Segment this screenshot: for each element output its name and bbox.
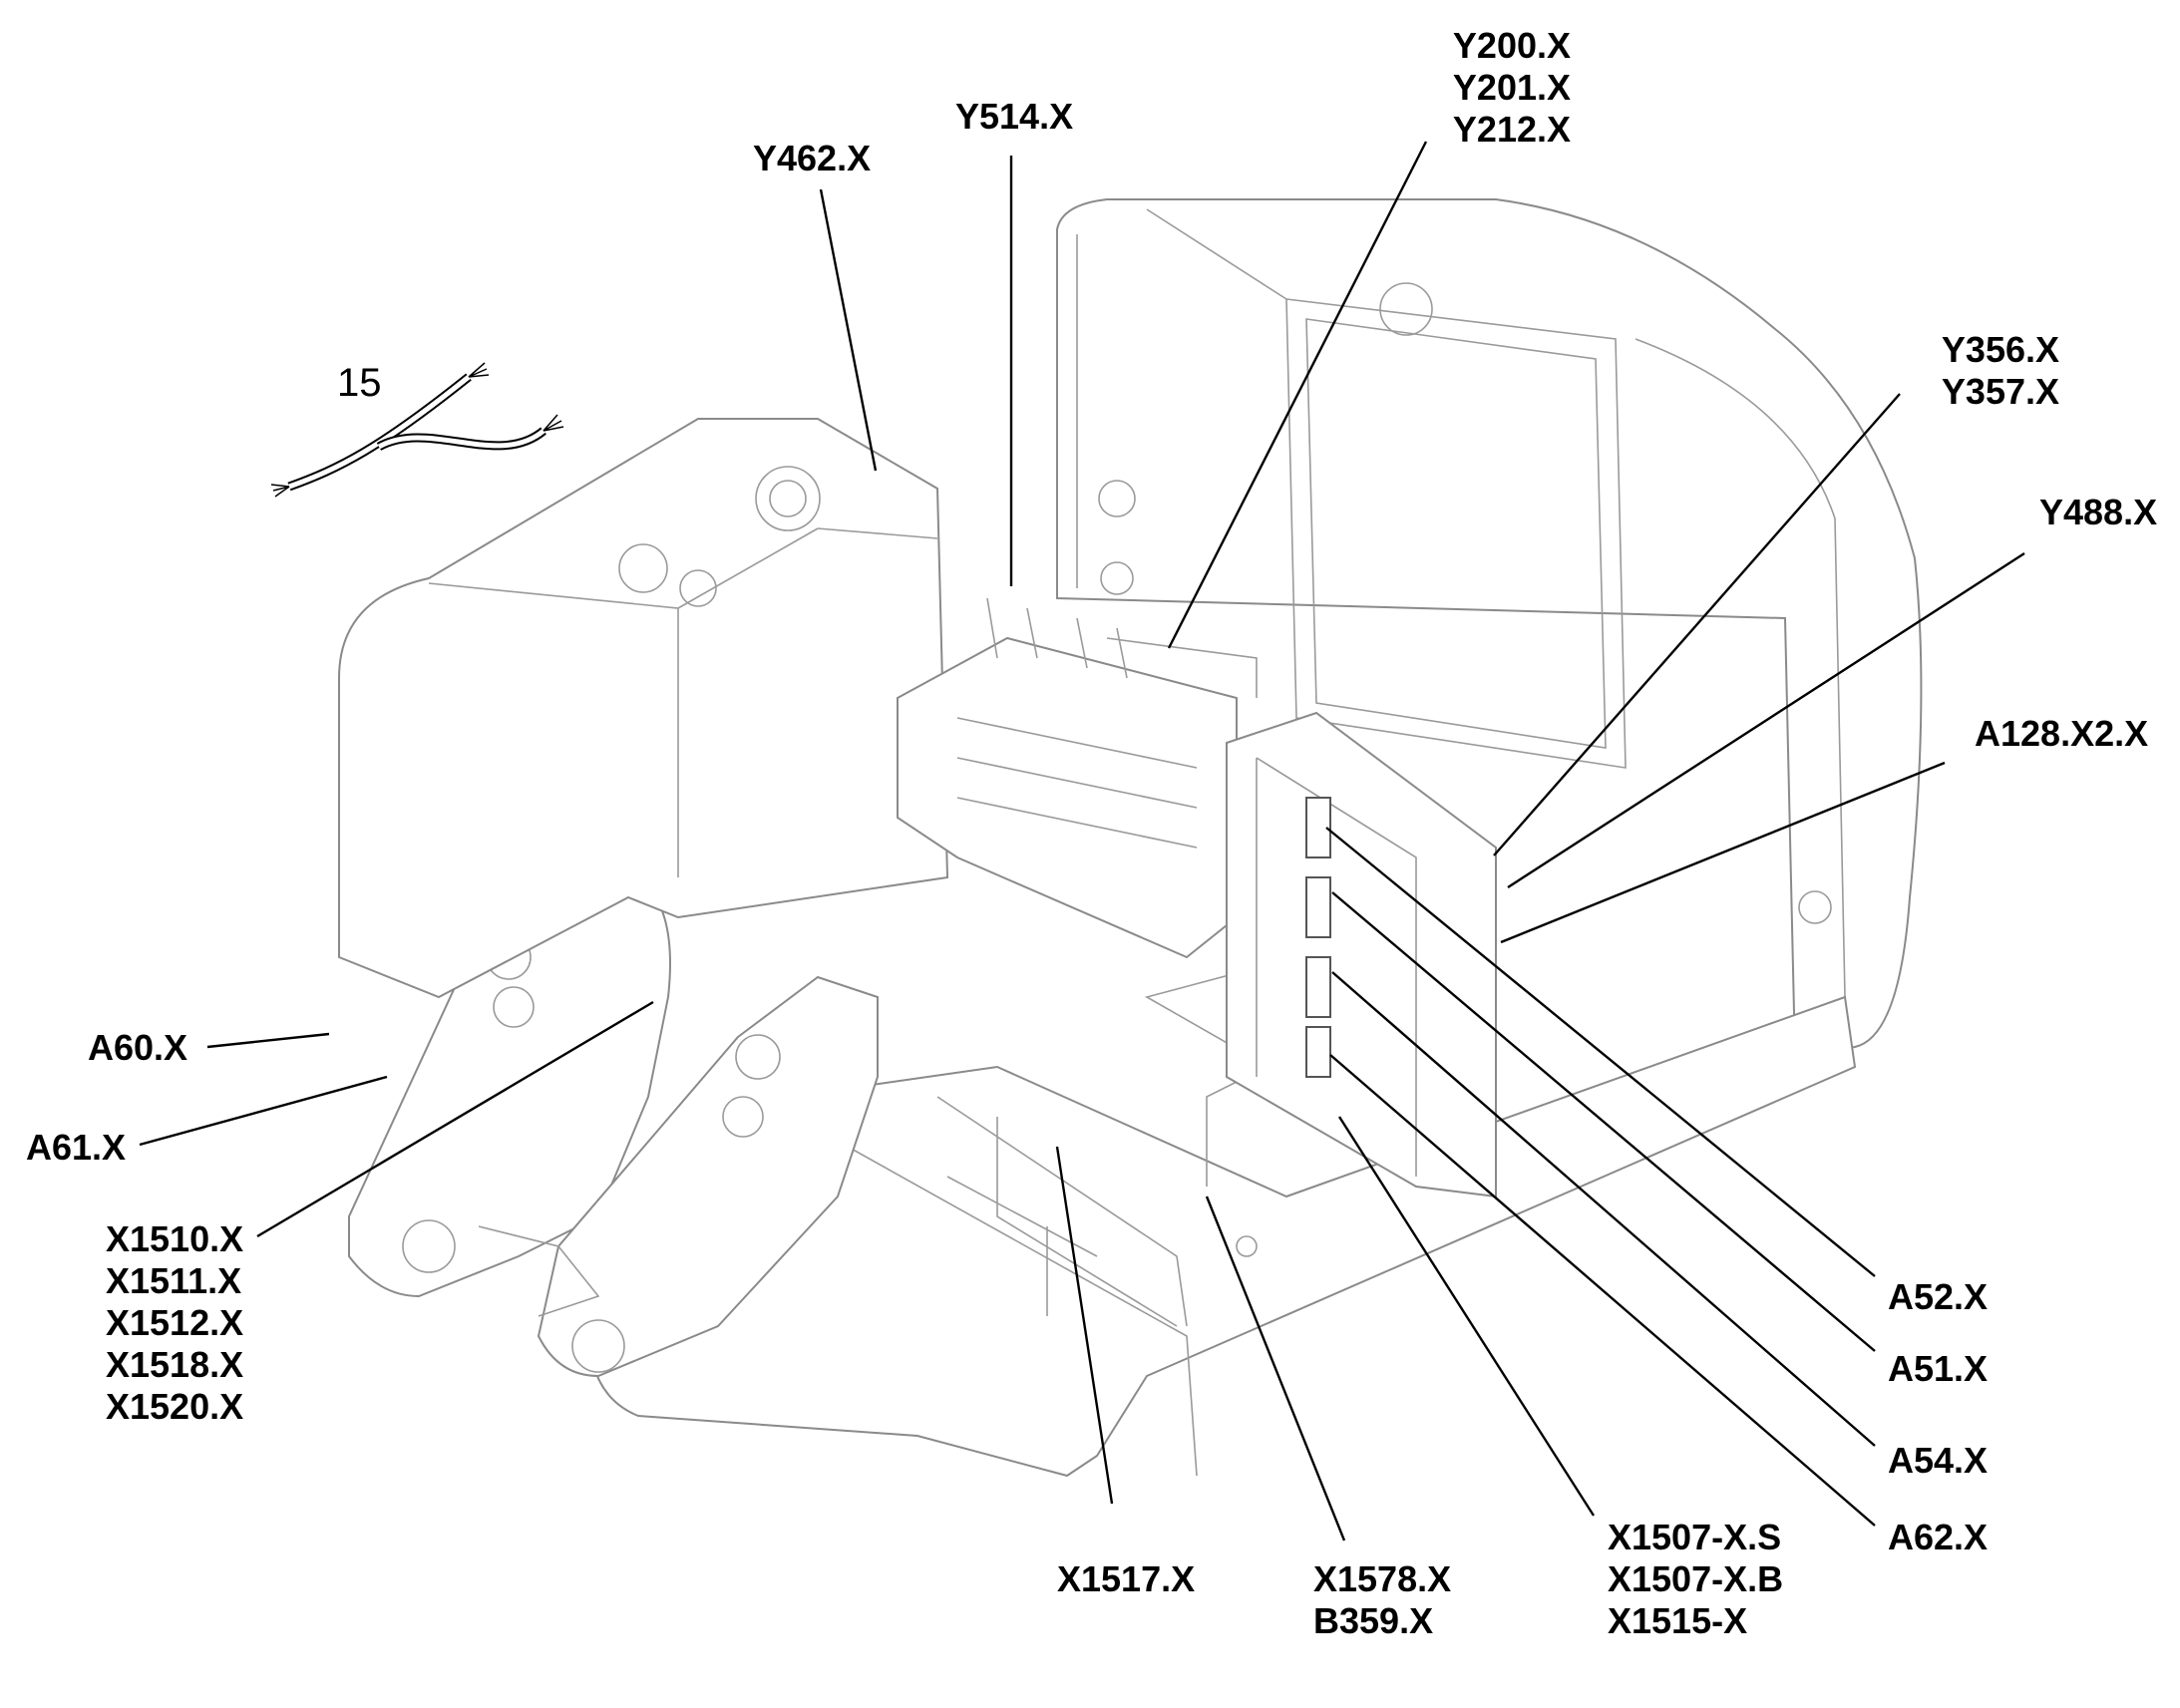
callout-label: A62.X [1888,1517,1989,1557]
callout-a128: A128.X2.X [1975,713,2148,755]
callout-label: Y356.X [1941,329,2059,370]
callout-y514: Y514.X [955,96,1073,138]
callout-label: X1507-X.B [1608,1558,1784,1599]
callout-a60: A60.X [88,1027,187,1069]
callout-x1517: X1517.X [1057,1558,1195,1600]
callout-label: B359.X [1313,1600,1434,1641]
callout-a52: A52.X [1888,1276,1988,1318]
leader-lines [139,141,2025,1541]
callout-label: X1520.X [106,1386,244,1427]
control-valve-block [897,597,1258,959]
callout-label: A54.X [1888,1440,1989,1481]
callout-x1507: X1507-X.S X1507-X.B X1515-X [1608,1517,1783,1642]
callout-label: X1512.X [106,1302,244,1343]
tank-housings [338,418,949,999]
callout-label: Y514.X [955,96,1074,137]
callout-label: Y212.X [1452,109,1571,150]
callout-label: Y200.X [1452,25,1571,66]
callout-label: X1511.X [106,1260,242,1301]
callout-label: A61.X [26,1127,127,1168]
callout-label: A128.X2.X [1975,713,2149,754]
callout-a51: A51.X [1888,1348,1988,1390]
item-number-15: 15 [337,361,382,405]
callout-label: X1578.X [1313,1558,1452,1599]
rear-frame [1056,198,1923,1059]
callout-label: A51.X [1888,1348,1989,1389]
callout-a61: A61.X [26,1127,126,1169]
callout-label: A60.X [88,1027,188,1068]
callout-y200: Y200.X Y201.X Y212.X [1396,25,1571,151]
callout-label: Y357.X [1941,371,2059,412]
electrical-box [1226,711,1497,1198]
callout-label: X1507-X.S [1608,1517,1782,1557]
callout-y488: Y488.X [2039,492,2157,533]
callout-label: X1517.X [1057,1558,1196,1599]
callout-label: A52.X [1888,1276,1989,1317]
callout-label: Y201.X [1452,67,1571,108]
callout-label: Y488.X [2039,492,2158,532]
callout-a54: A54.X [1888,1440,1988,1482]
cable-harness-15 [270,362,564,498]
callout-label: X1515-X [1608,1600,1748,1641]
callout-x1578: X1578.X B359.X [1313,1558,1451,1642]
callout-y356: Y356.X Y357.X [1885,329,2059,413]
callout-label: Y462.X [753,138,872,178]
callout-label: X1518.X [106,1344,244,1385]
callout-x1510: X1510.X X1511.X X1512.X X1518.X X1520.X [106,1218,243,1428]
callout-label: X1510.X [106,1218,244,1259]
callout-a62: A62.X [1888,1517,1988,1558]
callout-y462: Y462.X [753,138,871,179]
